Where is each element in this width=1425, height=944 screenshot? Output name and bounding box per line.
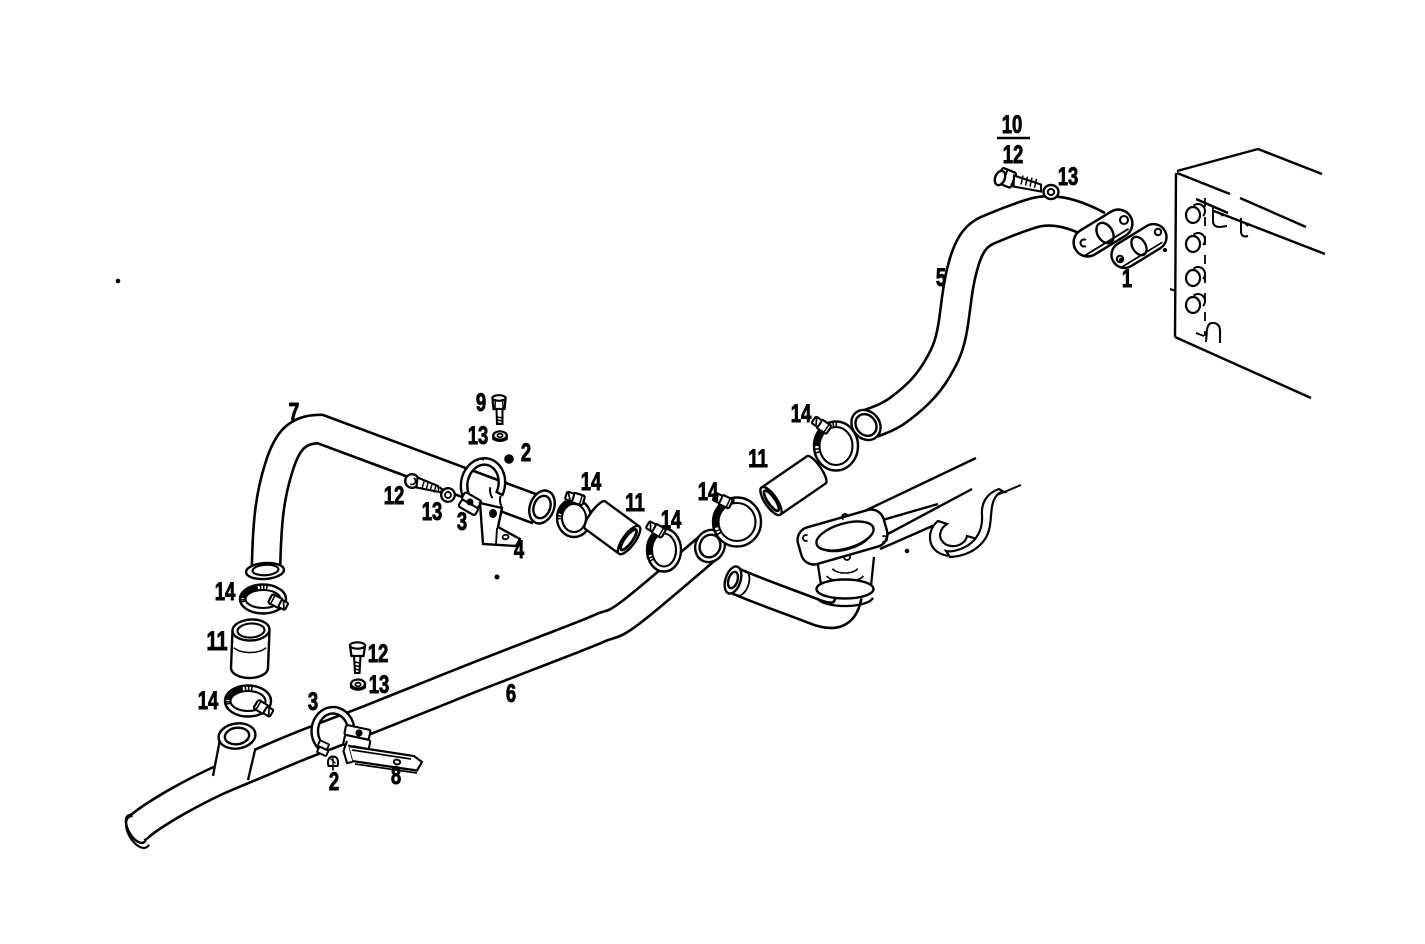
svg-text:10: 10 bbox=[1002, 110, 1023, 138]
svg-text:4: 4 bbox=[514, 535, 525, 563]
svg-text:14: 14 bbox=[215, 577, 236, 605]
svg-text:14: 14 bbox=[661, 505, 682, 533]
svg-text:12: 12 bbox=[384, 481, 405, 509]
svg-text:6: 6 bbox=[506, 679, 516, 707]
svg-text:5: 5 bbox=[936, 263, 946, 291]
svg-text:11: 11 bbox=[625, 488, 645, 516]
svg-text:13: 13 bbox=[422, 497, 443, 525]
svg-text:3: 3 bbox=[308, 687, 318, 715]
svg-text:2: 2 bbox=[329, 767, 339, 795]
svg-text:7: 7 bbox=[289, 397, 300, 427]
svg-text:13: 13 bbox=[369, 670, 390, 698]
svg-text:14: 14 bbox=[581, 467, 602, 495]
svg-text:12: 12 bbox=[1003, 140, 1024, 168]
svg-text:13: 13 bbox=[1058, 162, 1079, 190]
svg-text:11: 11 bbox=[748, 444, 768, 472]
svg-text:2: 2 bbox=[521, 438, 531, 466]
svg-text:3: 3 bbox=[457, 507, 467, 535]
svg-text:11: 11 bbox=[206, 626, 227, 657]
svg-text:14: 14 bbox=[198, 686, 219, 714]
svg-text:14: 14 bbox=[791, 399, 812, 427]
svg-text:8: 8 bbox=[391, 761, 401, 789]
svg-text:14: 14 bbox=[698, 477, 719, 505]
svg-text:1: 1 bbox=[1122, 264, 1132, 292]
svg-text:13: 13 bbox=[468, 421, 489, 449]
svg-text:9: 9 bbox=[476, 388, 486, 416]
svg-text:12: 12 bbox=[368, 639, 389, 667]
